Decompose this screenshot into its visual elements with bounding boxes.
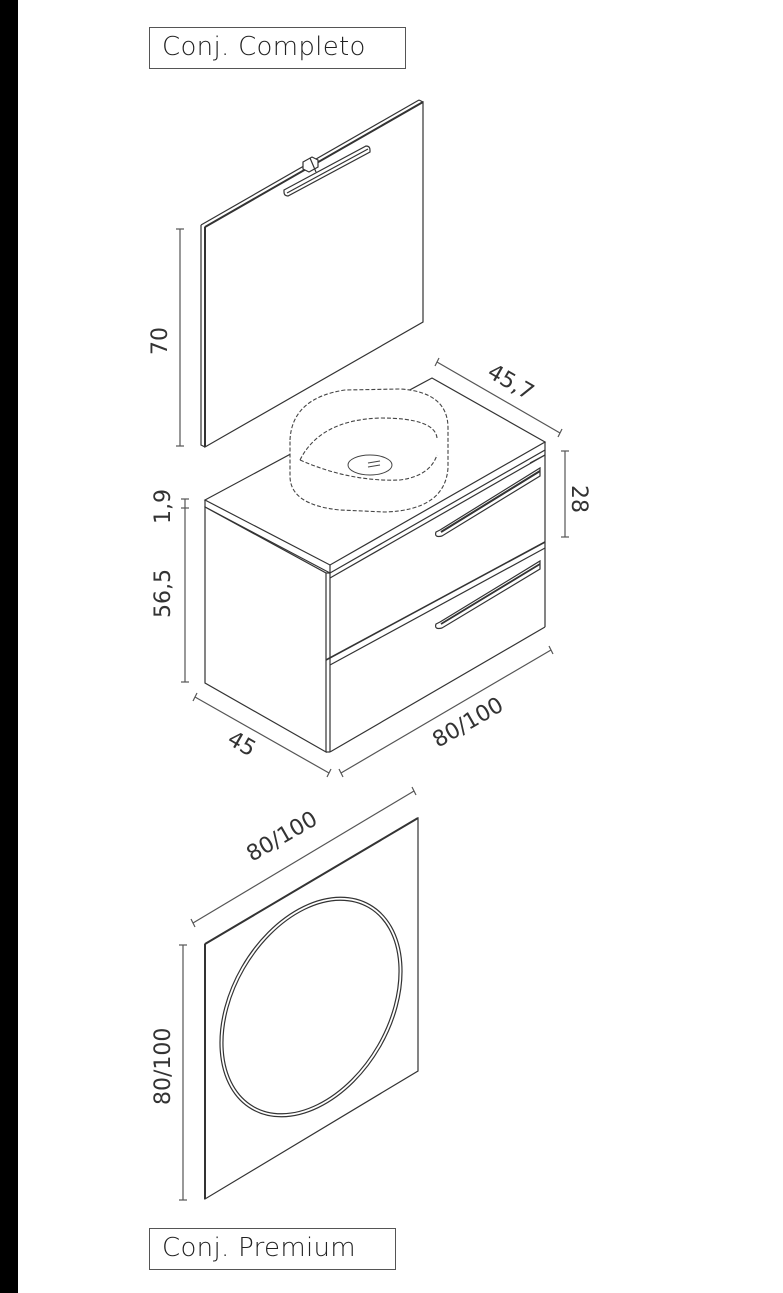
cabinet-dimensions <box>181 357 569 778</box>
dim-label-80-100-mirror-width: 80/100 <box>243 807 323 867</box>
dim-label-1-9: 1,9 <box>151 489 176 524</box>
dim-label-45: 45 <box>223 727 260 763</box>
set-label-completo: Conj. Completo <box>149 27 406 69</box>
dim-label-56-5: 56,5 <box>151 569 176 618</box>
dim-label-80-100-cabinet: 80/100 <box>429 693 509 753</box>
dim-label-80-100-mirror-height: 80/100 <box>151 1028 176 1105</box>
sink-basin <box>289 388 449 513</box>
dim-label-28: 28 <box>566 485 591 513</box>
round-mirror-dimensions <box>179 786 417 1201</box>
sink-drain <box>347 454 393 476</box>
dim-label-45-7: 45,7 <box>483 360 538 406</box>
round-mirror <box>204 816 419 1201</box>
drawer-handle-bottom <box>435 559 541 630</box>
dim-label-70: 70 <box>148 327 173 355</box>
left-black-strip <box>0 0 18 1293</box>
dim-mirror-height <box>176 228 184 447</box>
lamp-icon <box>283 145 371 197</box>
set-label-premium: Conj. Premium <box>149 1228 396 1270</box>
drawer-handle-top <box>435 466 541 538</box>
